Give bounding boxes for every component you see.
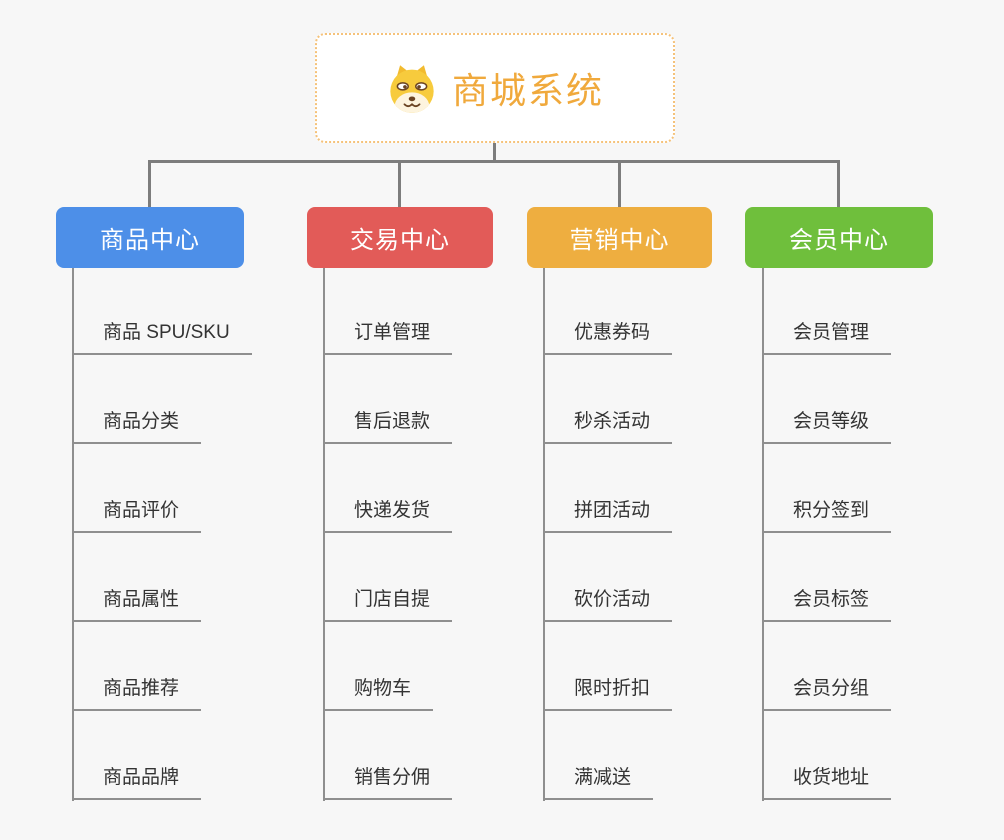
leaf-node[interactable]: 售后退款	[323, 408, 453, 444]
leaf-node[interactable]: 商品评价	[72, 497, 202, 533]
leaf-node[interactable]: 购物车	[323, 675, 434, 711]
leaf-node[interactable]: 秒杀活动	[543, 408, 673, 444]
connector-drop-marketing	[618, 160, 621, 207]
leaf-node[interactable]: 会员分组	[762, 675, 892, 711]
leaf-node[interactable]: 商品分类	[72, 408, 202, 444]
branch-label: 商品中心	[100, 227, 200, 254]
leaf-node[interactable]: 满减送	[543, 764, 654, 800]
leaf-node[interactable]: 砍价活动	[543, 586, 673, 622]
leaf-node[interactable]: 商品品牌	[72, 764, 202, 800]
root-title: 商城系统	[451, 70, 604, 111]
leaf-node[interactable]: 会员标签	[762, 586, 892, 622]
leaf-node[interactable]: 拼团活动	[543, 497, 673, 533]
branch-box-product-center[interactable]: 商品中心	[56, 207, 244, 268]
root-node[interactable]: 商城系统	[315, 33, 675, 143]
connector-root-stem	[493, 143, 496, 163]
connector-drop-trade	[398, 160, 401, 207]
leaf-node[interactable]: 限时折扣	[543, 675, 673, 711]
leaf-node[interactable]: 会员等级	[762, 408, 892, 444]
branch-label: 会员中心	[789, 227, 889, 254]
leaf-node[interactable]: 商品属性	[72, 586, 202, 622]
branch-box-member-center[interactable]: 会员中心	[745, 207, 933, 268]
leaf-node[interactable]: 门店自提	[323, 586, 453, 622]
branch-box-trade-center[interactable]: 交易中心	[307, 207, 493, 268]
branch-connector-line	[323, 268, 325, 801]
leaf-node[interactable]: 订单管理	[323, 319, 453, 355]
connector-drop-member	[837, 160, 840, 207]
branch-box-marketing-center[interactable]: 营销中心	[527, 207, 712, 268]
leaf-node[interactable]: 商品推荐	[72, 675, 202, 711]
branch-connector-line	[762, 268, 764, 801]
leaf-node[interactable]: 快递发货	[323, 497, 453, 533]
leaf-node[interactable]: 优惠券码	[543, 319, 673, 355]
branch-label: 交易中心	[350, 227, 450, 254]
connector-drop-product	[148, 160, 151, 207]
leaf-node[interactable]: 会员管理	[762, 319, 892, 355]
branch-label: 营销中心	[569, 227, 670, 254]
branch-connector-line	[543, 268, 545, 801]
dog-face-icon	[390, 65, 434, 113]
leaf-node[interactable]: 商品 SPU/SKU	[72, 319, 252, 355]
branch-connector-line	[72, 268, 74, 801]
leaf-node[interactable]: 销售分佣	[323, 764, 453, 800]
leaf-node[interactable]: 收货地址	[762, 764, 892, 800]
connector-horizontal-bus	[148, 160, 840, 163]
leaf-node[interactable]: 积分签到	[762, 497, 892, 533]
